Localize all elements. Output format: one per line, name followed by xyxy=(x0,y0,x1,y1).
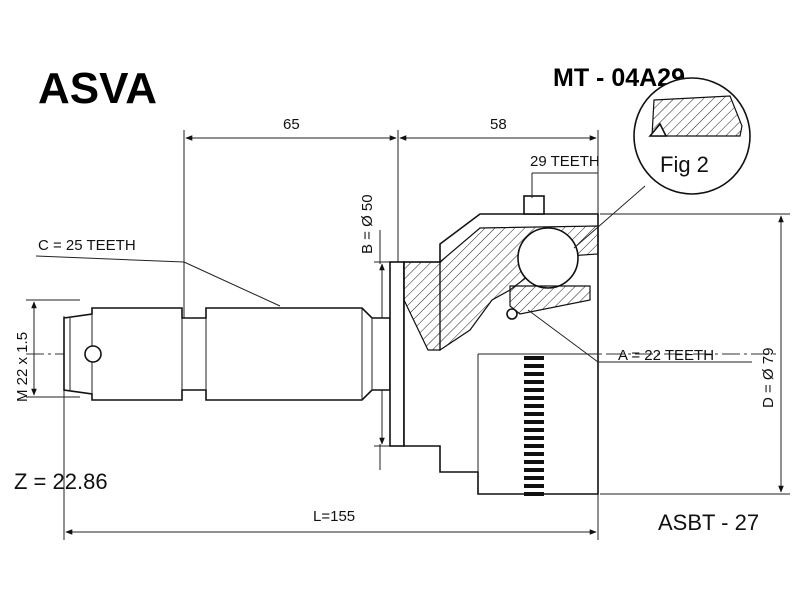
abs-tooth xyxy=(524,396,544,400)
abs-tooth xyxy=(524,436,544,440)
abs-stud xyxy=(523,195,545,215)
abs-tooth xyxy=(524,476,544,480)
abs-tooth xyxy=(524,380,544,384)
reference-code: ASBT - 27 xyxy=(658,510,759,535)
inner-spline-label: A = 22 TEETH xyxy=(618,347,714,364)
fig-label: Fig 2 xyxy=(660,152,709,177)
brand-logo: ASVA xyxy=(38,64,157,113)
abs-tooth xyxy=(524,468,544,472)
abs-tooth xyxy=(524,444,544,448)
dim-65-label: 65 xyxy=(283,116,300,133)
outer-housing xyxy=(389,213,599,495)
outer-spline-label: C = 25 TEETH xyxy=(38,237,136,254)
shaft-hole xyxy=(84,345,102,363)
total-length-label: L=155 xyxy=(313,508,355,525)
abs-tooth xyxy=(524,404,544,408)
abs-ring xyxy=(524,356,544,496)
ball xyxy=(517,227,579,289)
abs-tooth xyxy=(524,364,544,368)
abs-tooth xyxy=(524,460,544,464)
bearing-diameter-label: B = Ø 50 xyxy=(359,194,376,254)
outer-diameter-label: D = Ø 79 xyxy=(760,348,777,408)
leader-lines xyxy=(35,172,752,363)
z-value: Z = 22.86 xyxy=(14,469,108,494)
abs-tooth xyxy=(524,428,544,432)
dimension-lines xyxy=(31,135,784,535)
dim-58-label: 58 xyxy=(490,116,507,133)
abs-tooth xyxy=(524,412,544,416)
abs-tooth xyxy=(524,452,544,456)
abs-tooth xyxy=(524,388,544,392)
abs-tooth xyxy=(524,492,544,496)
fig2-detail: Fig 2 xyxy=(573,77,751,249)
thread-label: M 22 x 1.5 xyxy=(14,332,31,402)
shaft xyxy=(63,307,391,401)
abs-tooth xyxy=(524,420,544,424)
abs-tooth xyxy=(524,372,544,376)
abs-teeth-label: 29 TEETH xyxy=(530,153,600,170)
abs-tooth xyxy=(524,484,544,488)
abs-tooth xyxy=(524,356,544,360)
